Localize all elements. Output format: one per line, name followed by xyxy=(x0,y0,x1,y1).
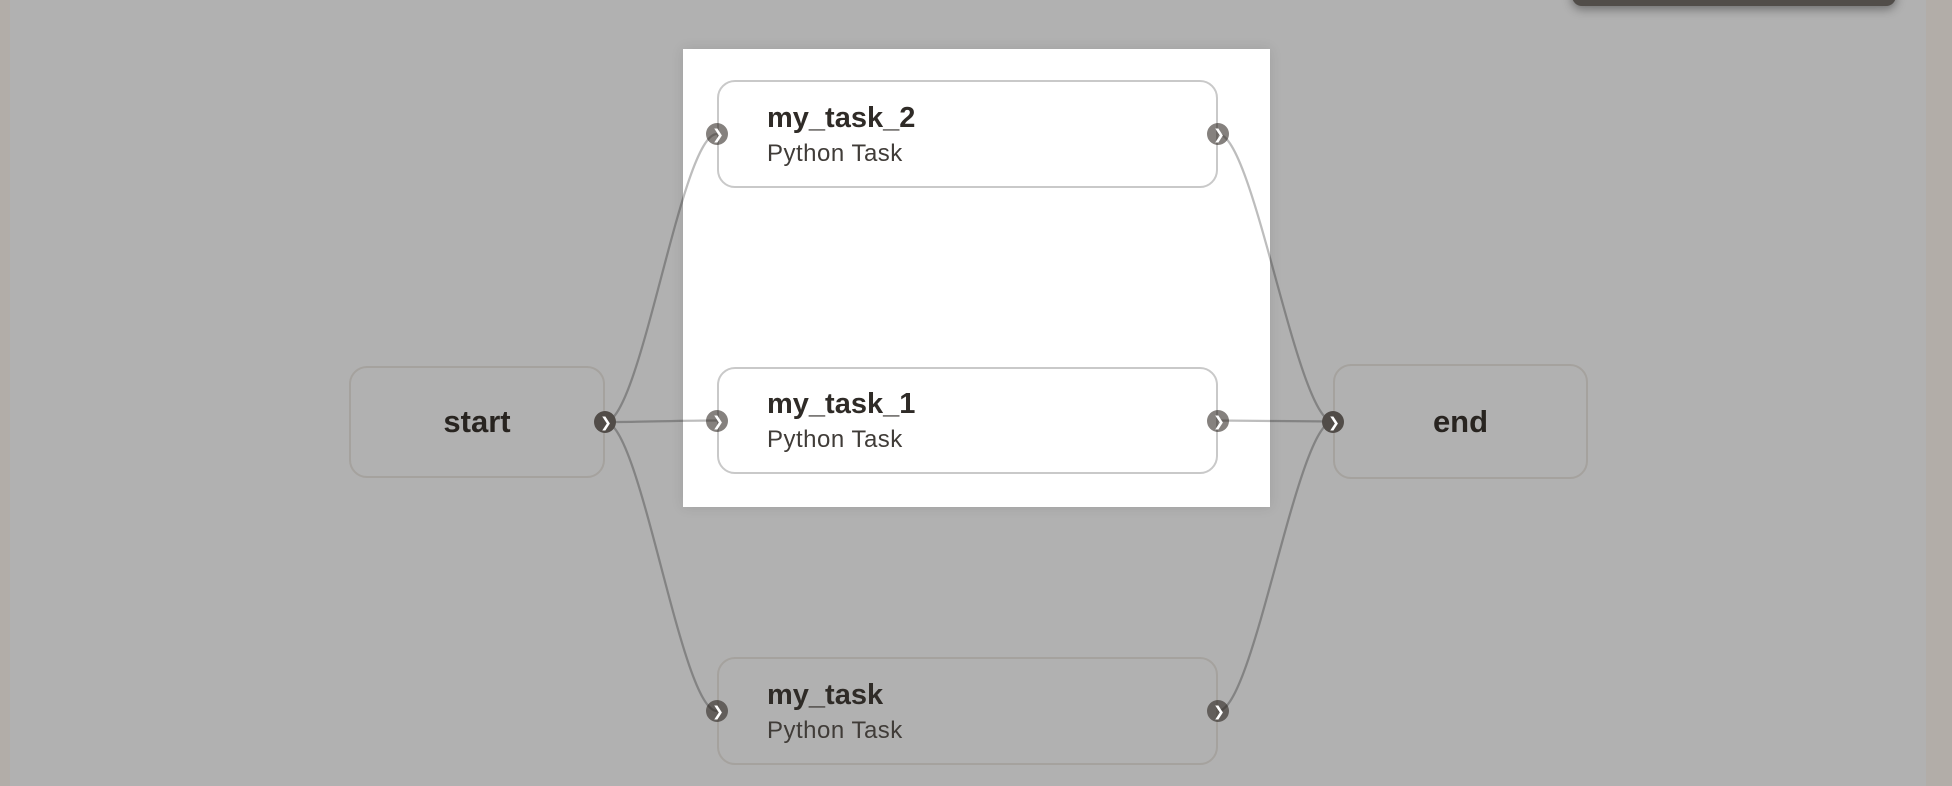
output-handle-start[interactable]: ❯ xyxy=(594,411,616,433)
edge-start-to-my_task_2[interactable] xyxy=(604,132,718,424)
node-title: my_task_1 xyxy=(767,388,916,420)
output-handle-my_task_2[interactable]: ❯ xyxy=(1207,123,1229,145)
node-end[interactable]: end ❯ xyxy=(1322,364,1588,479)
chevron-right-icon: ❯ xyxy=(600,414,612,430)
node-subtitle: Python Task xyxy=(767,426,903,453)
chevron-right-icon: ❯ xyxy=(1328,413,1340,430)
selection-group-panel[interactable] xyxy=(683,49,1270,507)
edge-start-to-my_task[interactable] xyxy=(604,420,718,713)
node-label: start xyxy=(443,404,511,439)
chevron-right-icon: ❯ xyxy=(712,126,724,142)
output-handle-my_task_1[interactable]: ❯ xyxy=(1207,409,1229,432)
node-label: end xyxy=(1432,403,1489,439)
output-handle-my_task[interactable]: ❯ xyxy=(1207,700,1229,722)
input-handle-end[interactable]: ❯ xyxy=(1322,410,1344,433)
chevron-right-icon: ❯ xyxy=(1213,412,1225,429)
chevron-right-icon: ❯ xyxy=(1213,703,1225,719)
edge-my_task_2-to-end[interactable] xyxy=(1217,132,1334,423)
input-handle-my_task[interactable]: ❯ xyxy=(706,700,728,722)
edge-start-to-my_task_1[interactable] xyxy=(604,419,718,424)
edge-my_task_1-to-end[interactable] xyxy=(1217,419,1334,423)
node-title: my_task_2 xyxy=(767,101,916,134)
input-handle-my_task_1[interactable]: ❯ xyxy=(706,409,728,432)
chevron-right-icon: ❯ xyxy=(1213,126,1225,142)
input-handle-my_task_2[interactable]: ❯ xyxy=(706,123,728,145)
node-subtitle: Python Task xyxy=(767,139,903,167)
edge-my_task-to-end[interactable] xyxy=(1217,420,1334,713)
node-subtitle: Python Task xyxy=(767,716,903,744)
toolbar-remnant xyxy=(1572,0,1896,6)
chevron-right-icon: ❯ xyxy=(712,703,724,719)
chevron-right-icon: ❯ xyxy=(712,412,724,429)
node-start[interactable]: start ❯ xyxy=(349,366,616,478)
node-title: my_task xyxy=(767,678,884,711)
